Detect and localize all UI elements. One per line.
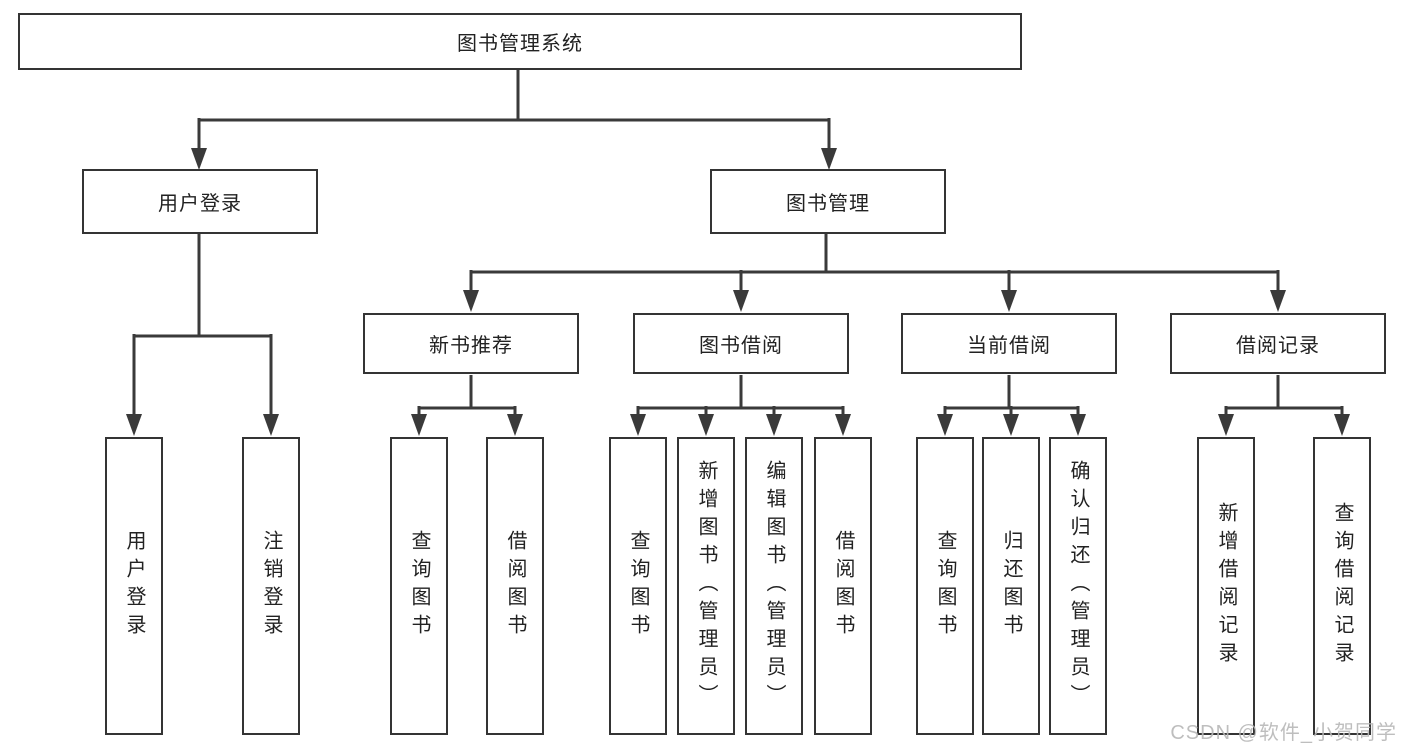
leaf-query-books-current: 查询图书 [916, 437, 974, 735]
node-book-borrow: 图书借阅 [633, 313, 849, 374]
leaf-edit-book-admin: 编辑图书（管理员） [745, 437, 803, 735]
leaf-label: 查询图书 [627, 530, 649, 642]
leaf-label: 用户登录 [123, 530, 145, 642]
node-label: 图书管理系统 [457, 33, 583, 55]
connectors-root [191, 68, 837, 170]
node-label: 图书借阅 [699, 335, 783, 357]
leaf-query-books-borrow: 查询图书 [609, 437, 667, 735]
leaf-user-login: 用户登录 [105, 437, 163, 735]
leaf-label: 借阅图书 [832, 530, 854, 642]
node-borrow-records: 借阅记录 [1170, 313, 1386, 374]
node-label: 用户登录 [158, 193, 242, 215]
leaf-label: 新增借阅记录 [1215, 502, 1237, 670]
node-new-book-recommend: 新书推荐 [363, 313, 579, 374]
leaf-label: 新增图书（管理员） [695, 460, 717, 712]
node-label: 新书推荐 [429, 335, 513, 357]
leaf-label: 借阅图书 [504, 530, 526, 642]
leaf-label: 查询图书 [934, 530, 956, 642]
connectors-new-book-recommend [411, 375, 523, 436]
leaf-borrow-books: 借阅图书 [814, 437, 872, 735]
leaf-borrow-books-recommend: 借阅图书 [486, 437, 544, 735]
connectors-current-borrow [937, 375, 1086, 436]
watermark: CSDN @软件_小贺同学 [1170, 722, 1397, 744]
leaf-label: 查询图书 [408, 530, 430, 642]
leaf-add-borrow-record: 新增借阅记录 [1197, 437, 1255, 735]
leaf-label: 编辑图书（管理员） [763, 460, 785, 712]
leaf-query-books-recommend: 查询图书 [390, 437, 448, 735]
leaf-confirm-return-admin: 确认归还（管理员） [1049, 437, 1107, 735]
leaf-label: 归还图书 [1000, 530, 1022, 642]
connectors-borrow-records [1218, 375, 1350, 436]
node-book-management: 图书管理 [710, 169, 946, 234]
connectors-book-borrow [630, 375, 851, 436]
node-library-management-system: 图书管理系统 [18, 13, 1022, 70]
leaf-label: 确认归还（管理员） [1067, 460, 1089, 712]
node-current-borrow: 当前借阅 [901, 313, 1117, 374]
node-label: 借阅记录 [1236, 335, 1320, 357]
node-label: 图书管理 [786, 193, 870, 215]
leaf-label: 注销登录 [260, 530, 282, 642]
node-label: 当前借阅 [967, 335, 1051, 357]
leaf-add-book-admin: 新增图书（管理员） [677, 437, 735, 735]
node-user-login: 用户登录 [82, 169, 318, 234]
leaf-label: 查询借阅记录 [1331, 502, 1353, 670]
connectors-book-management [463, 234, 1286, 312]
leaf-logout: 注销登录 [242, 437, 300, 735]
leaf-return-book: 归还图书 [982, 437, 1040, 735]
connectors-user-login [126, 234, 279, 436]
leaf-query-borrow-record: 查询借阅记录 [1313, 437, 1371, 735]
